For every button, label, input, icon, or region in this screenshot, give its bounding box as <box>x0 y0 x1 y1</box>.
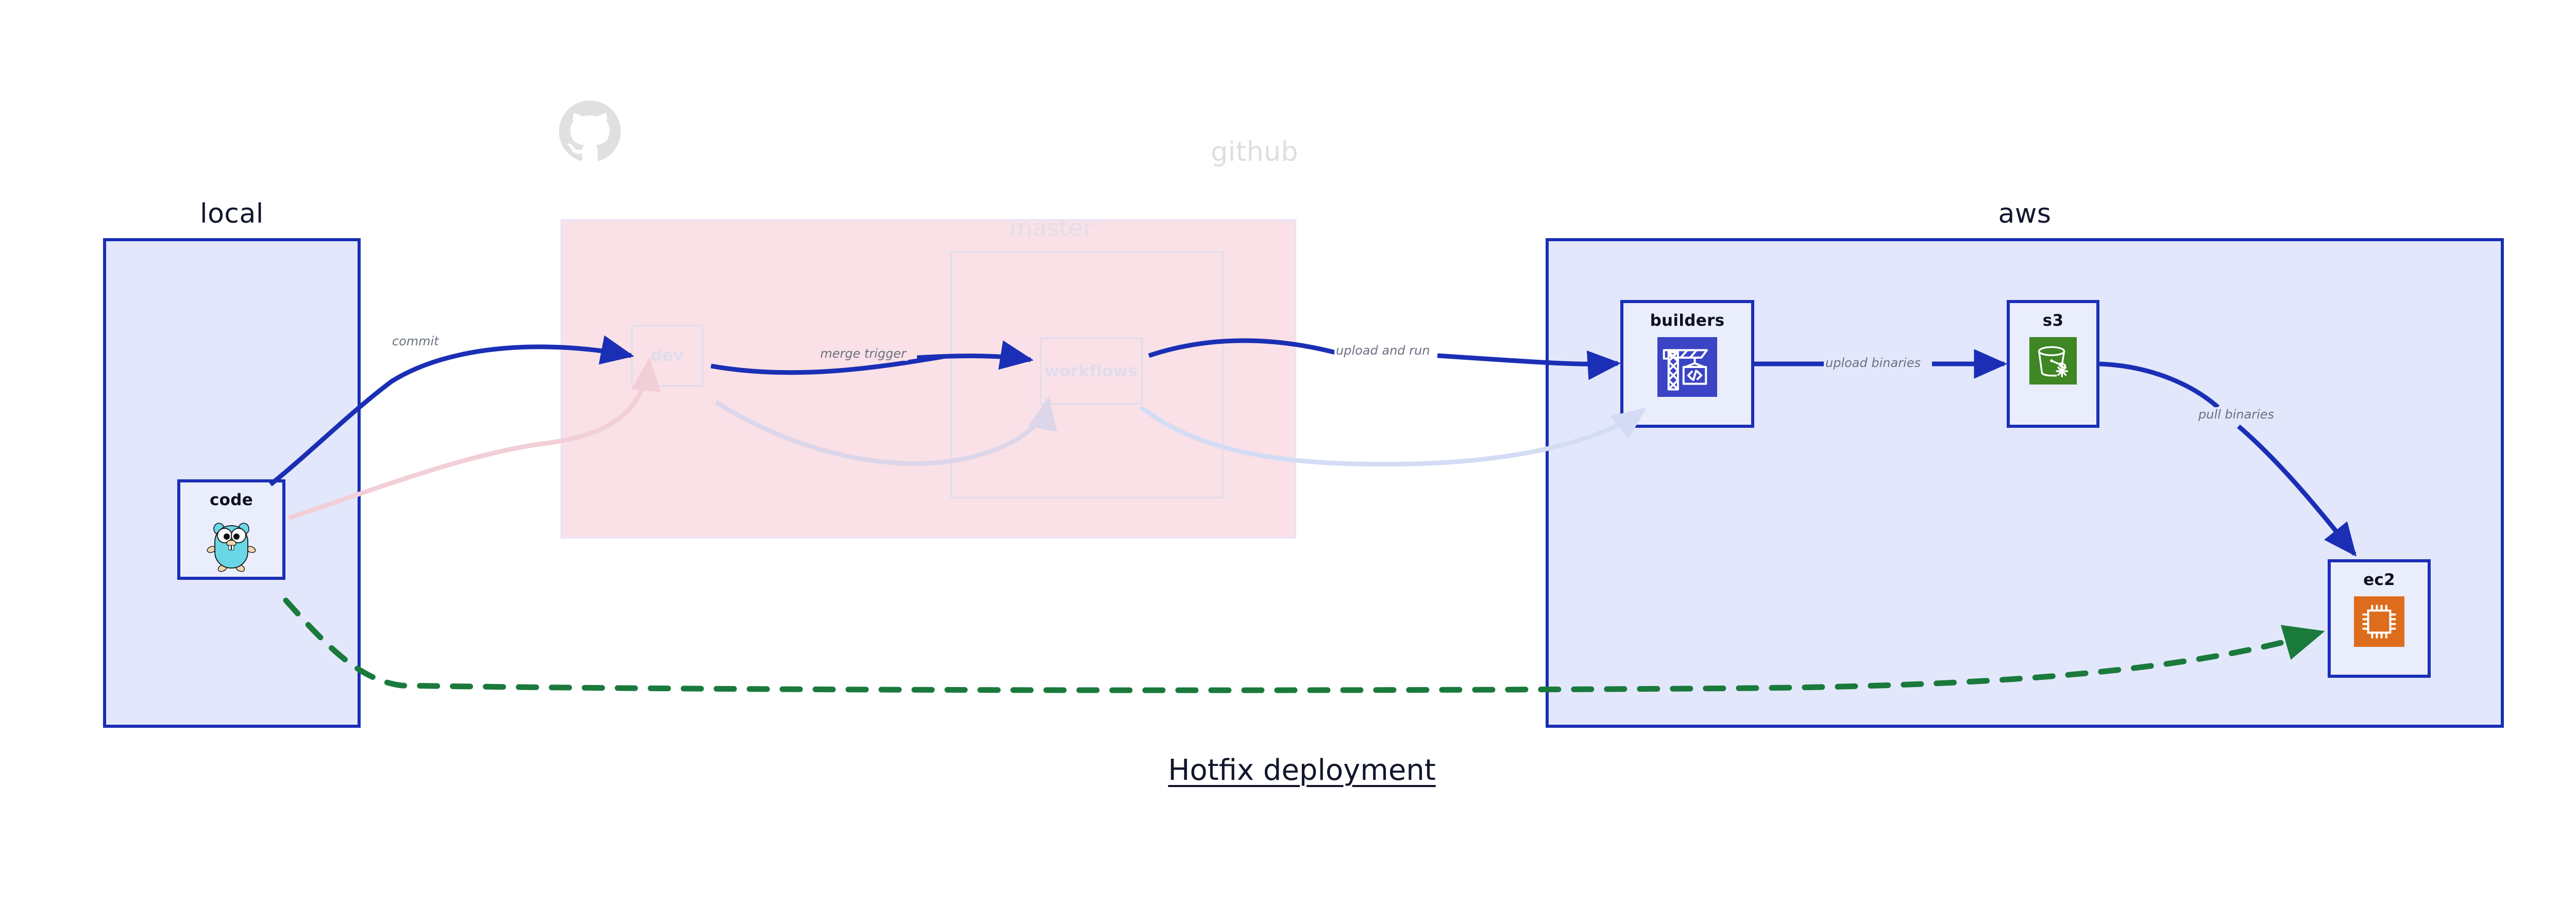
edge-label-pull-binaries: pull binaries <box>2197 407 2276 422</box>
group-github <box>561 219 1296 539</box>
edge-code-dev <box>269 335 635 487</box>
node-s3[interactable]: s3 <box>2007 300 2099 428</box>
cpu-chip-icon <box>2354 596 2404 649</box>
ghost-edge-workflows-builders <box>1140 405 1647 467</box>
diagram-title: Hotfix deployment <box>1168 754 1436 787</box>
group-label-aws: aws <box>1998 198 2052 229</box>
crane-code-icon <box>1657 337 1717 399</box>
edge-label-commit: commit <box>391 334 440 348</box>
go-gopher-icon <box>206 516 257 574</box>
edge-label-upload-and-run: upload and run <box>1334 343 1432 358</box>
edge-workflows-builders-tail <box>1437 350 1621 380</box>
group-label-local: local <box>200 198 264 229</box>
edge-workflows-builders <box>1148 338 1341 358</box>
edge-s3-ec2 <box>2099 361 2219 409</box>
edge-label-merge-trigger: merge trigger <box>819 346 908 361</box>
node-workflows[interactable]: workflows <box>1040 338 1143 405</box>
github-logo-icon <box>559 101 621 164</box>
subgroup-master <box>951 251 1224 498</box>
edge-code-ec2-hotfix <box>283 597 2325 693</box>
subgroup-label-master: master <box>1009 214 1093 242</box>
node-label-workflows: workflows <box>1044 362 1138 380</box>
edge-dev-workflows <box>710 354 943 375</box>
node-label-builders: builders <box>1650 311 1725 330</box>
node-builders[interactable]: builders <box>1620 300 1754 428</box>
node-label-ec2: ec2 <box>2363 571 2395 589</box>
s3-bucket-icon <box>2029 337 2077 387</box>
edge-label-upload-binaries: upload binaries <box>1824 356 1922 370</box>
edge-s3-ec2-tail <box>2237 424 2357 557</box>
node-ec2[interactable]: ec2 <box>2328 559 2431 678</box>
node-code[interactable]: code <box>177 479 285 580</box>
edge-dev-workflows-tail <box>917 340 1034 370</box>
node-label-s3: s3 <box>2042 311 2064 330</box>
group-label-github: github <box>1211 137 1298 168</box>
ghost-edge-code-dev <box>287 357 661 521</box>
node-label-code: code <box>209 491 253 509</box>
ghost-edge-dev-workflows <box>715 396 1057 466</box>
